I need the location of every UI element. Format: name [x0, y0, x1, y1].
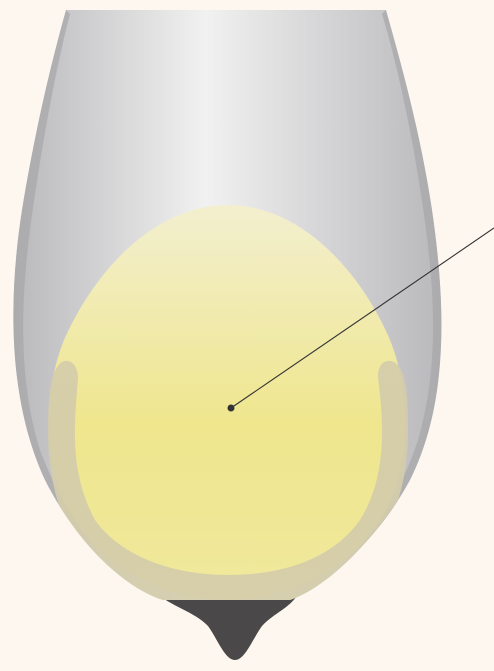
- glass-stem: [155, 592, 300, 660]
- pointer-dot: [228, 405, 235, 412]
